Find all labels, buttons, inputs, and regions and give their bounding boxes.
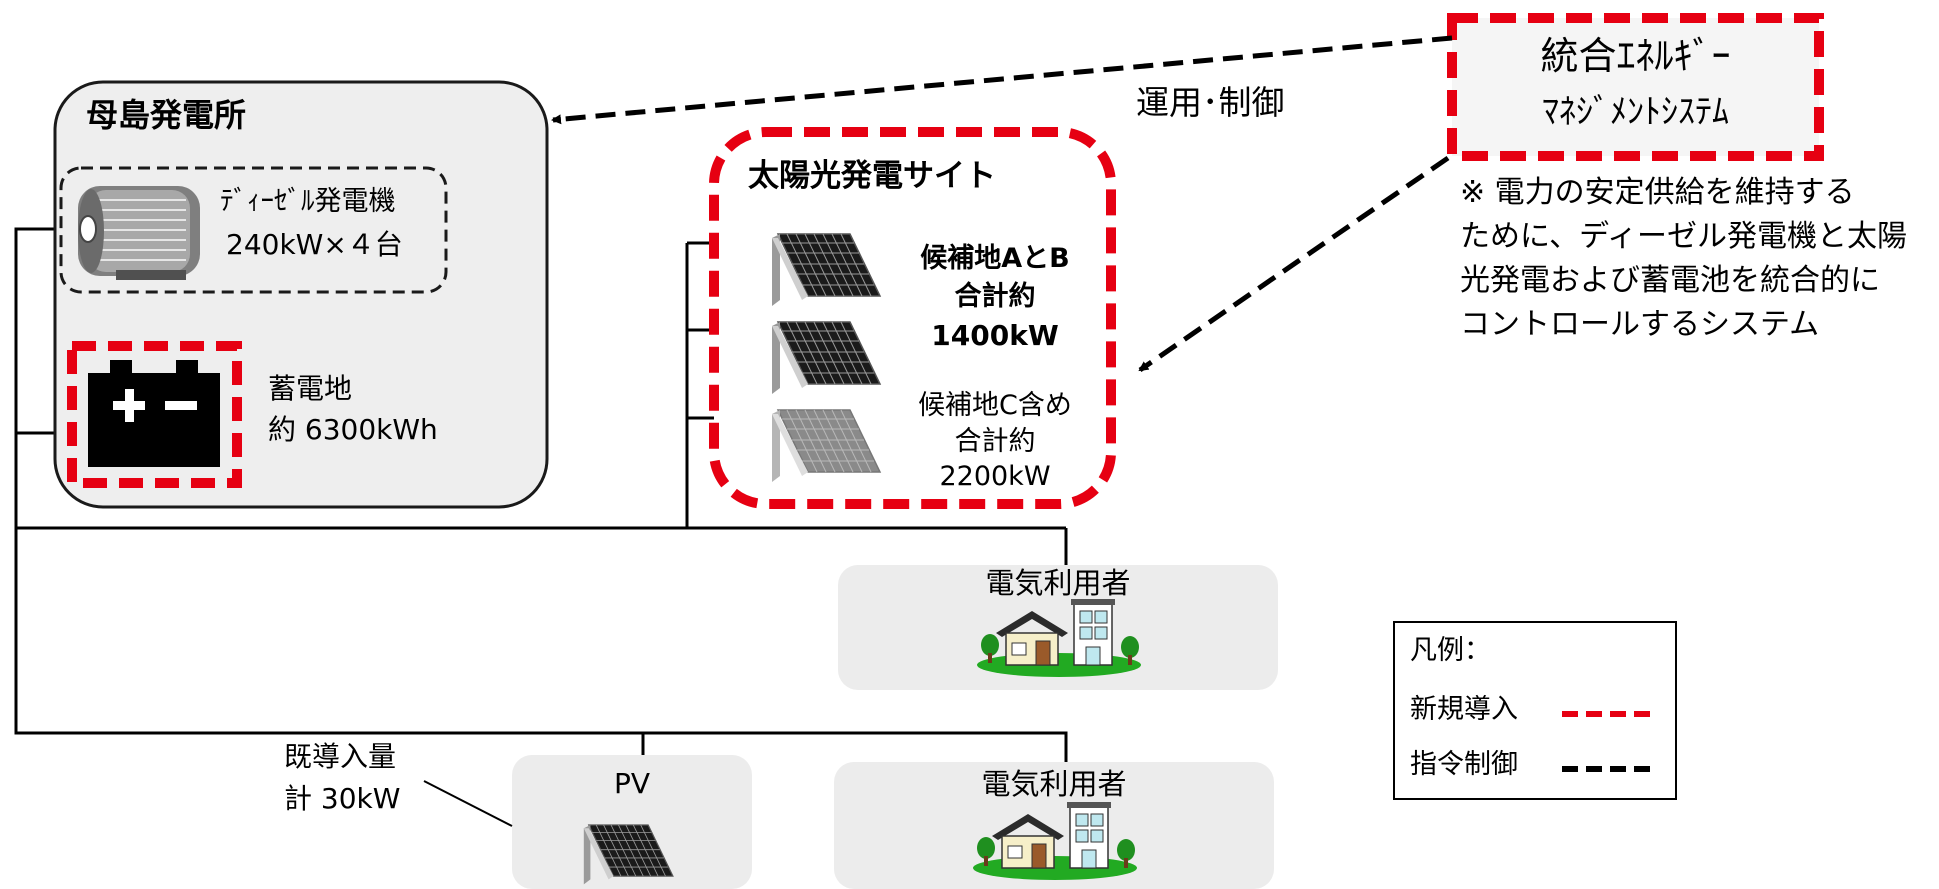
legend-new-label: 新規導入 (1410, 694, 1518, 725)
battery-capacity: 約 6300kWh (268, 413, 438, 446)
solar-c-line1: 候補地C含め (918, 390, 1072, 421)
command-arrow-to-station (551, 35, 1453, 125)
legend-title: 凡例： (1410, 635, 1491, 666)
motor-icon (78, 186, 200, 280)
consumer-upper-label: 電気利用者 (985, 566, 1131, 600)
diesel-capacity: 240kW×４台 (226, 228, 403, 261)
battery-new-frame (67, 341, 242, 488)
existing-pv-line1: 既導入量 (284, 740, 397, 773)
solar-ab-line2: 合計約 (954, 281, 1036, 312)
ems-box (1447, 13, 1824, 161)
diesel-name: ﾃﾞｨｰｾﾞﾙ発電機 (220, 186, 396, 217)
diesel-group-box (59, 166, 448, 294)
consumer-box-lower (834, 762, 1274, 889)
battery-icon (88, 360, 220, 467)
existing-pv-line2: 計 30kW (284, 782, 401, 815)
pv-box (512, 755, 752, 889)
control-label: 運用･制御 (1136, 83, 1285, 122)
note-line4: コントロールするシステム (1460, 307, 1820, 342)
legend-command-label: 指令制御 (1410, 749, 1518, 780)
note-line2: ために、ディーゼル発電機と太陽 (1460, 219, 1907, 254)
note-line3: 光発電および蓄電池を統合的に (1460, 263, 1880, 298)
command-arrow-to-solar (1138, 155, 1450, 373)
solar-ab-line1: 候補地AとB (920, 243, 1070, 274)
solar-c-line3: 2200kW (939, 461, 1051, 492)
ems-title-line1: 統合ｴﾈﾙｷﾞｰ (1540, 34, 1731, 78)
battery-name: 蓄電地 (268, 372, 353, 405)
trunk-line (14, 227, 1068, 762)
pv-leader-line (423, 780, 513, 827)
ems-title-line2: ﾏﾈｼﾞﾒﾝﾄｼｽﾃﾑ (1542, 92, 1729, 132)
solar-ab-line3: 1400kW (931, 319, 1059, 352)
solar-site-title: 太陽光発電サイト (748, 158, 996, 194)
pv-label: PV (613, 767, 651, 800)
consumer-lower-label: 電気利用者 (981, 767, 1127, 801)
solar-c-line2: 合計約 (954, 426, 1036, 457)
legend-box (1393, 621, 1677, 800)
power-station-title: 母島発電所 (86, 96, 247, 134)
note-line1: ※ 電力の安定供給を維持する (1460, 175, 1855, 210)
